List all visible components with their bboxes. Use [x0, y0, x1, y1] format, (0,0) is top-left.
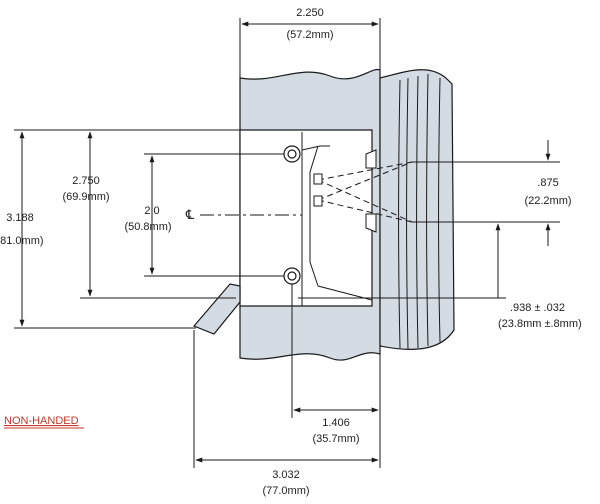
screw-hole-top — [283, 145, 301, 163]
centerline-symbol: ℄ — [185, 207, 195, 222]
dim-latch-spacing-mm: (22.2mm) — [524, 195, 571, 207]
dim-overall-height-mm: (81.0mm) — [0, 235, 44, 247]
latch-markers — [313, 149, 377, 233]
dim-backset-short-mm: (35.7mm) — [312, 433, 359, 445]
dim-latch-spacing-in: .875 — [537, 177, 558, 189]
dim-hole-spacing-in: 2.0 — [144, 205, 159, 217]
dim-mid-height-mm: (69.9mm) — [62, 191, 109, 203]
strike-bracket — [192, 283, 241, 335]
lock-cavity — [239, 129, 373, 307]
dim-latch-offset-mm: (23.8mm ±.8mm) — [498, 318, 582, 330]
screw-hole-bottom — [283, 267, 301, 285]
dim-top-width-in: 2.250 — [296, 7, 324, 19]
dim-backset-long-in: 3.032 — [272, 469, 300, 481]
dim-top-width-mm: (57.2mm) — [286, 29, 333, 41]
dimension-lines — [14, 18, 560, 468]
dim-backset-short-in: 1.406 — [322, 417, 350, 429]
dim-backset-long-mm: (77.0mm) — [262, 485, 309, 497]
handing-note: NON-HANDED — [4, 415, 79, 427]
dim-hole-spacing-mm: (50.8mm) — [124, 221, 171, 233]
dim-overall-height-in: 3.188 — [6, 212, 34, 224]
dim-latch-offset-in: .938 ± .032 — [510, 302, 565, 314]
latch-dashed-lines — [317, 161, 413, 223]
front-plate-lines — [301, 132, 373, 306]
dim-mid-height-in: 2.750 — [72, 175, 100, 187]
